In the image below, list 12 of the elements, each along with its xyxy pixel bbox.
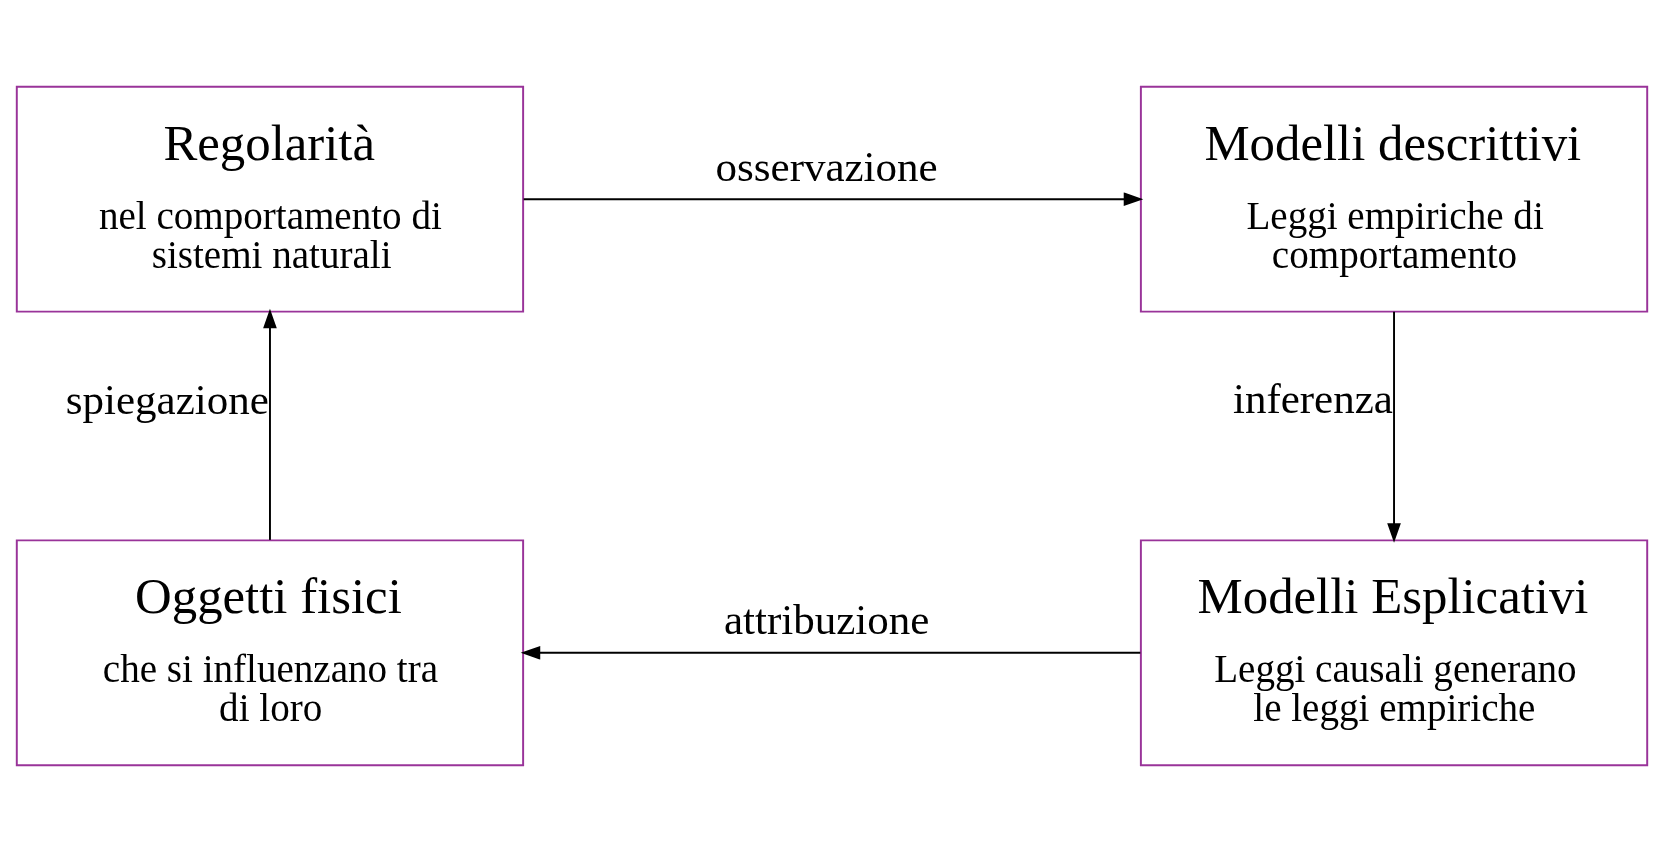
arrow — [263, 308, 277, 541]
arrow — [522, 191, 1144, 206]
arrow — [1387, 310, 1401, 543]
edge-label: spiegazione — [65, 375, 269, 423]
edge-label: inferenza — [1232, 374, 1393, 422]
node-box: Oggetti fisici che si influenzano tra di loro — [15, 538, 525, 766]
edge-label: osservazione — [715, 142, 938, 190]
node-box: Regolarità nel comportamento di sistemi naturali — [15, 85, 525, 313]
edge-label: attribuzione — [723, 595, 930, 643]
arrow — [520, 645, 1142, 660]
node-box: Modelli descrittivi Leggi empiriche di comportamento — [1139, 85, 1649, 313]
node-box: Modelli Esplicativi Leggi causali generano le leggi empiriche — [1139, 538, 1649, 766]
